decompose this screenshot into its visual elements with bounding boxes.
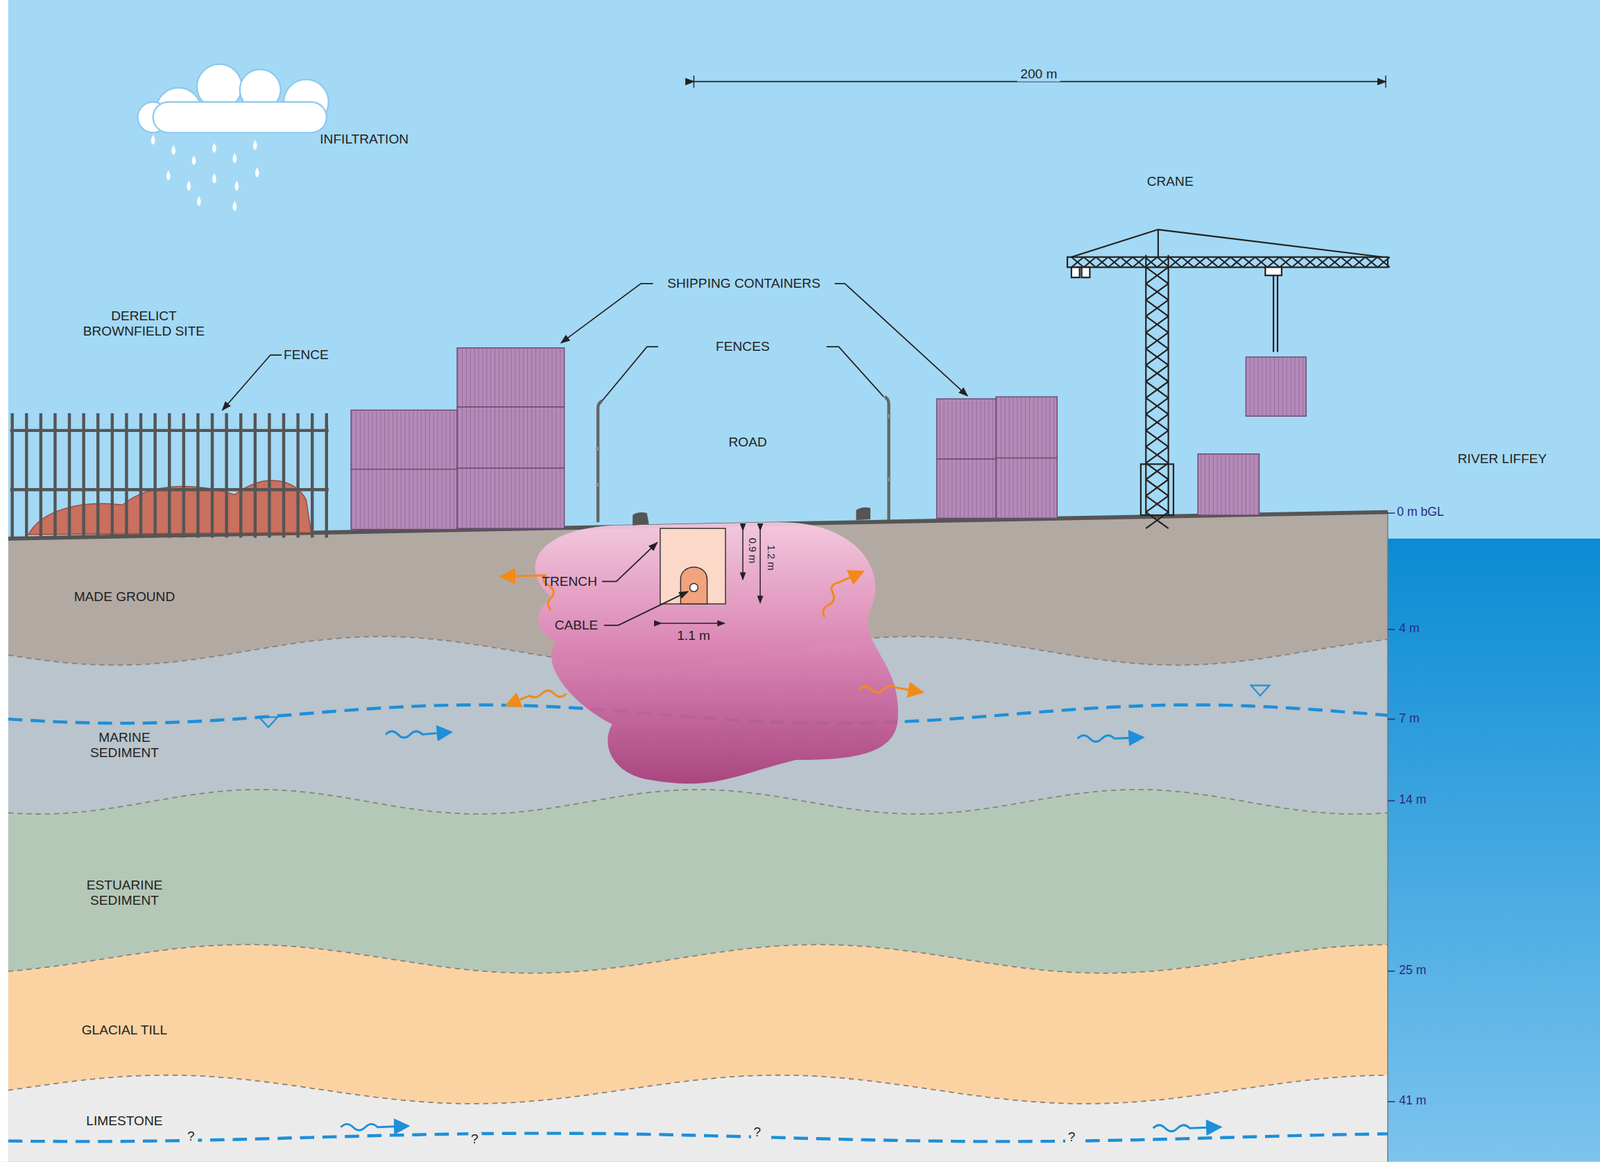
callout-label: CRANE — [1147, 174, 1194, 190]
soil-band — [8, 1075, 1388, 1162]
uncertainty-mark: ? — [1064, 1129, 1078, 1146]
depth-label: 41 m — [1398, 1095, 1426, 1109]
layer-boundary — [8, 944, 1388, 974]
layer-label: LIMESTONE — [85, 1113, 163, 1130]
depth-label: 4 m — [1398, 622, 1419, 636]
layer-name: GLACIAL TILL — [81, 1022, 168, 1039]
dimension-label: 1.1 m — [676, 628, 711, 644]
layer-label: MADE GROUND — [74, 589, 176, 605]
layer-label: ESTUARINE SEDIMENT — [68, 878, 182, 910]
dimension-label: 200 m — [1017, 66, 1061, 82]
soil-band — [8, 944, 1388, 1162]
depth-label: 0 m bGL — [1396, 506, 1444, 521]
callout-label: SHIPPING CONTAINERS — [667, 276, 821, 292]
soil-band — [8, 789, 1388, 1162]
dimension-label: 0.9 m — [746, 538, 759, 564]
layer-name: MADE GROUND — [74, 589, 176, 605]
area-label: ROAD — [728, 435, 768, 451]
dimension-label: 1.2 m — [764, 545, 777, 571]
layer-label: GLACIAL TILL — [81, 1022, 168, 1039]
layer-boundary — [8, 1075, 1388, 1105]
layer-name: MARINE SEDIMENT — [68, 730, 182, 761]
callout-label: CABLE — [554, 617, 599, 634]
depth-label: 14 m — [1398, 794, 1426, 808]
callout-label: FENCES — [715, 339, 770, 355]
callout-label: TRENCH — [541, 574, 598, 590]
layer-name: LIMESTONE — [85, 1113, 163, 1130]
layer-boundary — [8, 789, 1388, 815]
uncertainty-mark: ? — [750, 1124, 764, 1141]
layer-name: ESTUARINE SEDIMENT — [68, 878, 182, 910]
callout-label: FENCE — [283, 347, 329, 363]
layer-label: MARINE SEDIMENT — [68, 730, 182, 761]
uncertainty-mark: ? — [468, 1131, 482, 1148]
area-label: DERELICT BROWNFIELD SITE — [67, 309, 221, 340]
area-label: RIVER LIFFEY — [1457, 451, 1548, 467]
deep-water-table — [8, 1133, 1388, 1143]
note-label: INFILTRATION — [319, 132, 409, 148]
depth-label: 7 m — [1398, 712, 1419, 727]
made-ground-band — [8, 512, 1388, 1162]
uncertainty-mark: ? — [184, 1129, 198, 1145]
depth-label: 25 m — [1398, 964, 1426, 978]
